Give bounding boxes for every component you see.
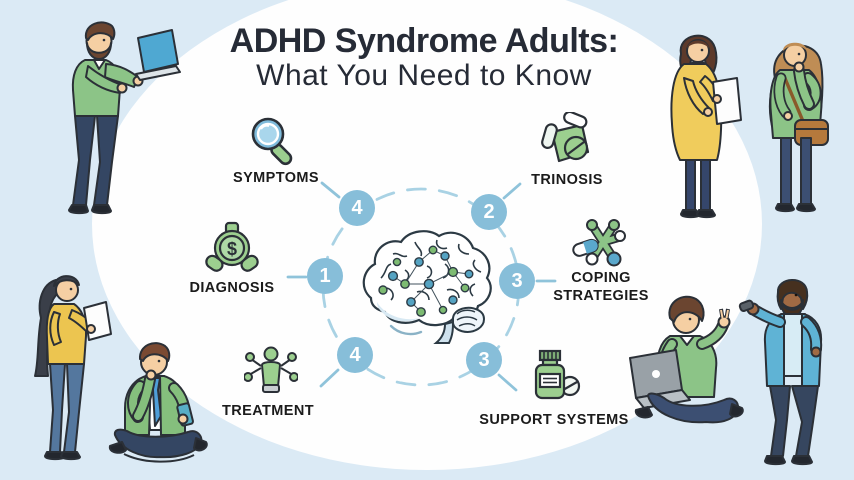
badge-diagnosis: 1: [307, 258, 343, 294]
dollar-gauge-icon: $: [205, 221, 259, 272]
badge-trinosis: 2: [471, 194, 507, 230]
brain-sulci: [380, 239, 482, 301]
badge-number: 2: [483, 200, 495, 223]
svg-text:$: $: [227, 239, 237, 259]
badge-number: 4: [351, 196, 363, 219]
node-label-symptoms: SYMPTOMS: [233, 170, 319, 186]
title-line-1: ADHD Syndrome Adults:: [229, 22, 619, 60]
node-label-coping-strategies: COPING STRATEGIES: [553, 269, 649, 304]
node-label-treatment: TREATMENT: [222, 403, 314, 419]
illustration-two-women-talking: [670, 34, 829, 219]
badge-support-systems: 3: [466, 342, 502, 378]
badge-symptoms: 4: [339, 190, 375, 226]
human-figure-icon: [244, 346, 298, 393]
badge-coping-strategies: 3: [499, 263, 535, 299]
node-label-trinosis: TRINOSIS: [531, 172, 603, 188]
illustration-man-standing-with-laptop: [68, 21, 181, 215]
badge-number: 3: [478, 348, 490, 371]
node-label-support-systems: SUPPORT SYSTEMS: [479, 412, 629, 428]
page-title: ADHD Syndrome Adults: What You Need to K…: [0, 24, 848, 94]
illustration-woman-with-tablet-and-seated-man: [34, 275, 208, 463]
brain-network-nodes: [378, 245, 474, 317]
badge-treatment: 4: [337, 337, 373, 373]
brain-network-icon: [362, 230, 492, 344]
badge-number: 1: [319, 264, 331, 287]
illustration-seated-man-laptop-and-standing-man: [629, 279, 823, 466]
badge-number: 3: [511, 269, 523, 292]
badge-number: 4: [349, 343, 361, 366]
pills-icon: [541, 112, 590, 163]
molecule-capsule-icon: [572, 219, 626, 267]
magnifying-glass-icon: [251, 117, 293, 166]
pill-bottle-icon: [534, 349, 581, 400]
node-label-diagnosis: DIAGNOSIS: [189, 280, 275, 296]
title-line-2: What You Need to Know: [256, 59, 592, 92]
connector-lines: [286, 181, 557, 392]
